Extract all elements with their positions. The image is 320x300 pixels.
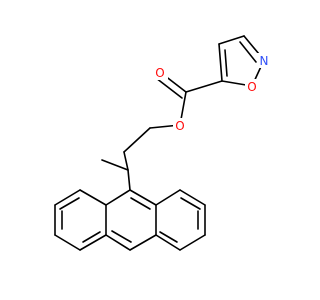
bond [123, 151, 129, 171]
atom-labels: N O O O [153, 53, 272, 133]
atom-label-ester-oxygen: O [175, 119, 184, 133]
bond [239, 41, 257, 63]
bond [155, 189, 181, 206]
bond [155, 234, 181, 251]
atom-label-nitrogen: N [260, 54, 269, 68]
bond [129, 189, 157, 206]
atom-label-ring-oxygen: O [247, 80, 256, 94]
bond [159, 231, 178, 243]
bond [54, 234, 81, 251]
bond [218, 43, 223, 82]
bond [129, 234, 157, 251]
bond [179, 189, 206, 206]
bond [155, 77, 183, 99]
bond [79, 189, 107, 206]
bond [82, 231, 101, 243]
molecule-structure: N O O O [54, 35, 272, 251]
bond [224, 49, 228, 77]
bond [130, 197, 151, 210]
bond [185, 80, 223, 93]
bond [218, 35, 245, 45]
anthracene-ring-system [54, 189, 206, 251]
bond [105, 234, 131, 251]
bond [79, 234, 107, 251]
bond [111, 230, 132, 243]
alkyl-chain [101, 127, 151, 191]
bond [127, 169, 131, 191]
bond [123, 127, 151, 153]
atom-label-carbonyl-oxygen: O [155, 66, 164, 80]
bond [101, 159, 129, 171]
bond [180, 197, 201, 210]
bond [54, 189, 81, 206]
bond [179, 234, 206, 251]
bond [105, 189, 131, 206]
bond [59, 197, 80, 210]
